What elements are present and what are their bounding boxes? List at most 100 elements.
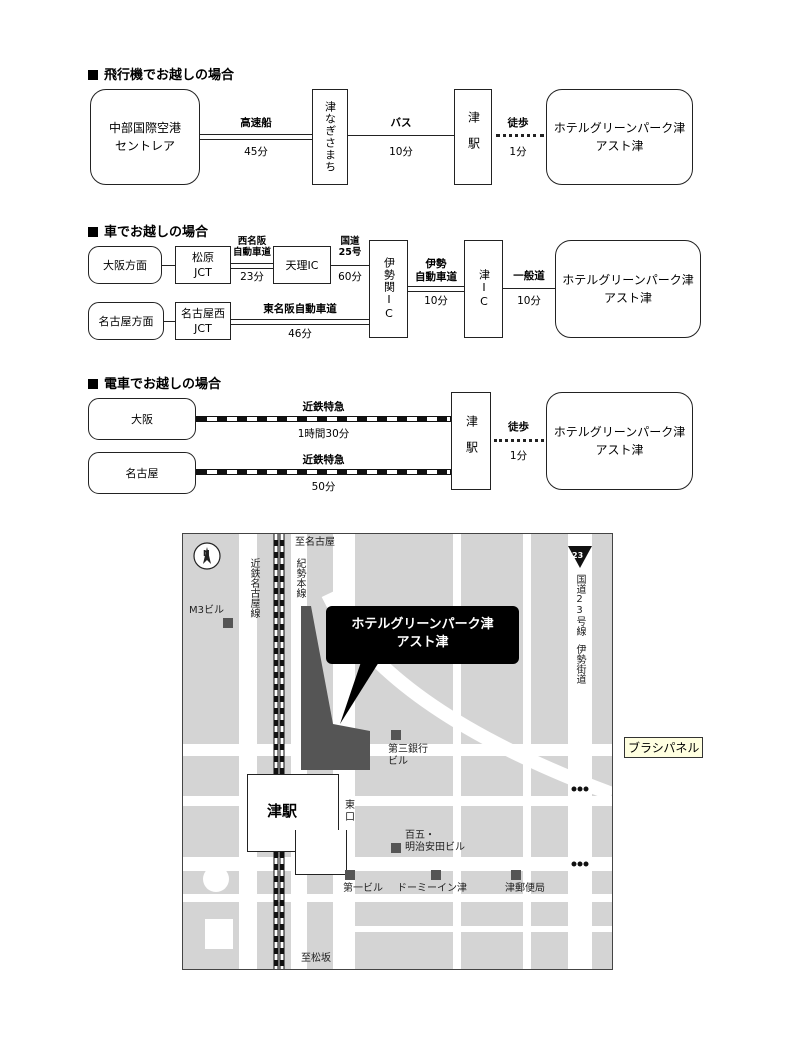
ship-route-line	[200, 134, 312, 140]
train-time-1: 1時間30分	[297, 428, 350, 440]
train-walk-line	[494, 439, 544, 442]
airport-box: 中部国際空港セントレア	[90, 89, 200, 185]
tenri-ic-box: 天理IC	[273, 246, 331, 284]
hotel-block	[301, 606, 370, 770]
section-heading-plane: 飛行機でお越しの場合	[88, 64, 234, 83]
to-matsusaka-label: 至松坂	[301, 953, 331, 964]
general-road-label: 一般道	[513, 270, 545, 282]
bullet-square-icon	[88, 70, 98, 80]
car-line-1	[162, 265, 175, 266]
hotel-callout	[326, 606, 519, 664]
osaka-box: 大阪	[88, 398, 196, 440]
tsu-station-label: 津駅	[267, 800, 298, 821]
hotel-name: ホテルグリーンパーク津	[553, 121, 686, 135]
east-exit-label: 東口	[345, 800, 355, 823]
higashimeihan-line	[231, 319, 369, 325]
train-walk-label: 徒歩	[508, 421, 529, 433]
map-roads-svg	[193, 534, 612, 969]
bus-time: 10分	[389, 146, 413, 158]
ship-time: 45分	[244, 146, 268, 158]
car-line-2	[164, 321, 175, 322]
kintetsu-label-2: 近鉄特急	[302, 454, 345, 466]
walk-route-line	[496, 134, 544, 137]
higashimeihan-label: 東名阪自動車道	[263, 303, 337, 315]
ise-road-line	[408, 286, 464, 292]
nishimeihan-line	[231, 263, 273, 269]
ship-label: 高速船	[240, 117, 272, 129]
ise-road-label: 伊勢自動車道	[415, 258, 457, 283]
post-office-label: 津郵便局	[505, 883, 545, 894]
route23-badge: 23	[572, 551, 584, 560]
time-10a: 10分	[424, 295, 448, 307]
car-hotel-box: ホテルグリーンパーク津アスト津	[555, 240, 701, 338]
hyakugo-label: 百五・明治安田ビル	[405, 830, 465, 853]
bullet-square-icon	[88, 227, 98, 237]
route23-label: 国道23号線	[574, 574, 585, 636]
train-station-box: 津駅	[451, 392, 491, 490]
train-time-2: 50分	[311, 481, 336, 493]
airport-subname: セントレア	[114, 139, 175, 153]
station-box: 津駅	[454, 89, 492, 185]
nagoya-direction-box: 名古屋方面	[88, 302, 164, 340]
road-h2	[183, 796, 612, 806]
daisan-building-marker	[391, 730, 401, 740]
time-46: 46分	[288, 328, 312, 340]
dormy-building-marker	[431, 870, 441, 880]
kintetsu-label-1: 近鉄特急	[302, 401, 345, 413]
hyakugo-building-marker	[391, 843, 401, 853]
airport-name: 中部国際空港	[108, 121, 181, 135]
bullet-square-icon	[88, 379, 98, 389]
callout-pointer	[340, 662, 379, 724]
kintetsu-rail-1	[196, 416, 451, 422]
roundabout	[203, 866, 229, 892]
area-map: 津駅 N 至名古屋 至松坂 近鉄名古屋線 紀勢本線 23 国道23号線 伊勢街道…	[182, 533, 613, 970]
walk-time: 1分	[509, 146, 527, 158]
walk-label: 徒歩	[507, 117, 529, 129]
daiichi-building-marker	[345, 870, 355, 880]
kintetsu-line-label: 近鉄名古屋線	[248, 558, 259, 618]
post-office-marker	[511, 870, 521, 880]
brush-panel-label[interactable]: ブラシパネル	[624, 737, 704, 758]
station-name: 津駅	[466, 111, 481, 163]
train-hotel-box: ホテルグリーンパーク津アスト津	[546, 392, 693, 490]
section-heading-car: 車でお越しの場合	[88, 221, 208, 240]
route23-shield-icon	[568, 546, 592, 568]
road-h3	[183, 857, 612, 871]
route25-line	[331, 265, 369, 266]
m3-building-marker	[223, 618, 233, 628]
tsu-ic-box: 津IC	[464, 240, 503, 338]
hotel-box: ホテルグリーンパーク津アスト津	[546, 89, 693, 185]
bus-label: バス	[390, 117, 412, 129]
port-box: 津なぎさまち	[312, 89, 348, 185]
to-nagoya-label: 至名古屋	[295, 537, 335, 548]
nishimeihan-label: 西名阪自動車道	[232, 236, 271, 258]
osaka-direction-box: 大阪方面	[88, 246, 162, 284]
m3-label: M3ビル	[189, 605, 224, 616]
kisei-line-label: 紀勢本線	[294, 558, 305, 598]
ise-kaido-label: 伊勢街道	[574, 644, 585, 684]
time-23: 23分	[240, 271, 264, 283]
train-walk-time: 1分	[509, 450, 528, 462]
time-10b: 10分	[517, 295, 541, 307]
daiichi-label: 第一ビル	[343, 883, 383, 894]
port-name: 津なぎさまち	[323, 101, 337, 173]
traffic-signal-icons	[571, 786, 589, 867]
plaza-block	[205, 919, 233, 949]
north-label: N	[203, 549, 210, 558]
time-60: 60分	[338, 271, 362, 283]
road-h5	[355, 926, 612, 932]
tsu-station-annex	[295, 830, 347, 875]
nagoya-box: 名古屋	[88, 452, 196, 494]
section-heading-train: 電車でお越しの場合	[88, 373, 221, 392]
kintetsu-rail-2	[196, 469, 451, 475]
callout-text: ホテルグリーンパーク津アスト津	[351, 617, 494, 650]
bus-route-line	[348, 135, 454, 136]
daisan-label: 第三銀行ビル	[388, 744, 428, 767]
north-arrow-pointer	[203, 547, 211, 564]
road-h4	[183, 894, 612, 902]
general-road-line	[503, 288, 555, 289]
dormy-label: ドーミーイン津	[397, 883, 467, 894]
